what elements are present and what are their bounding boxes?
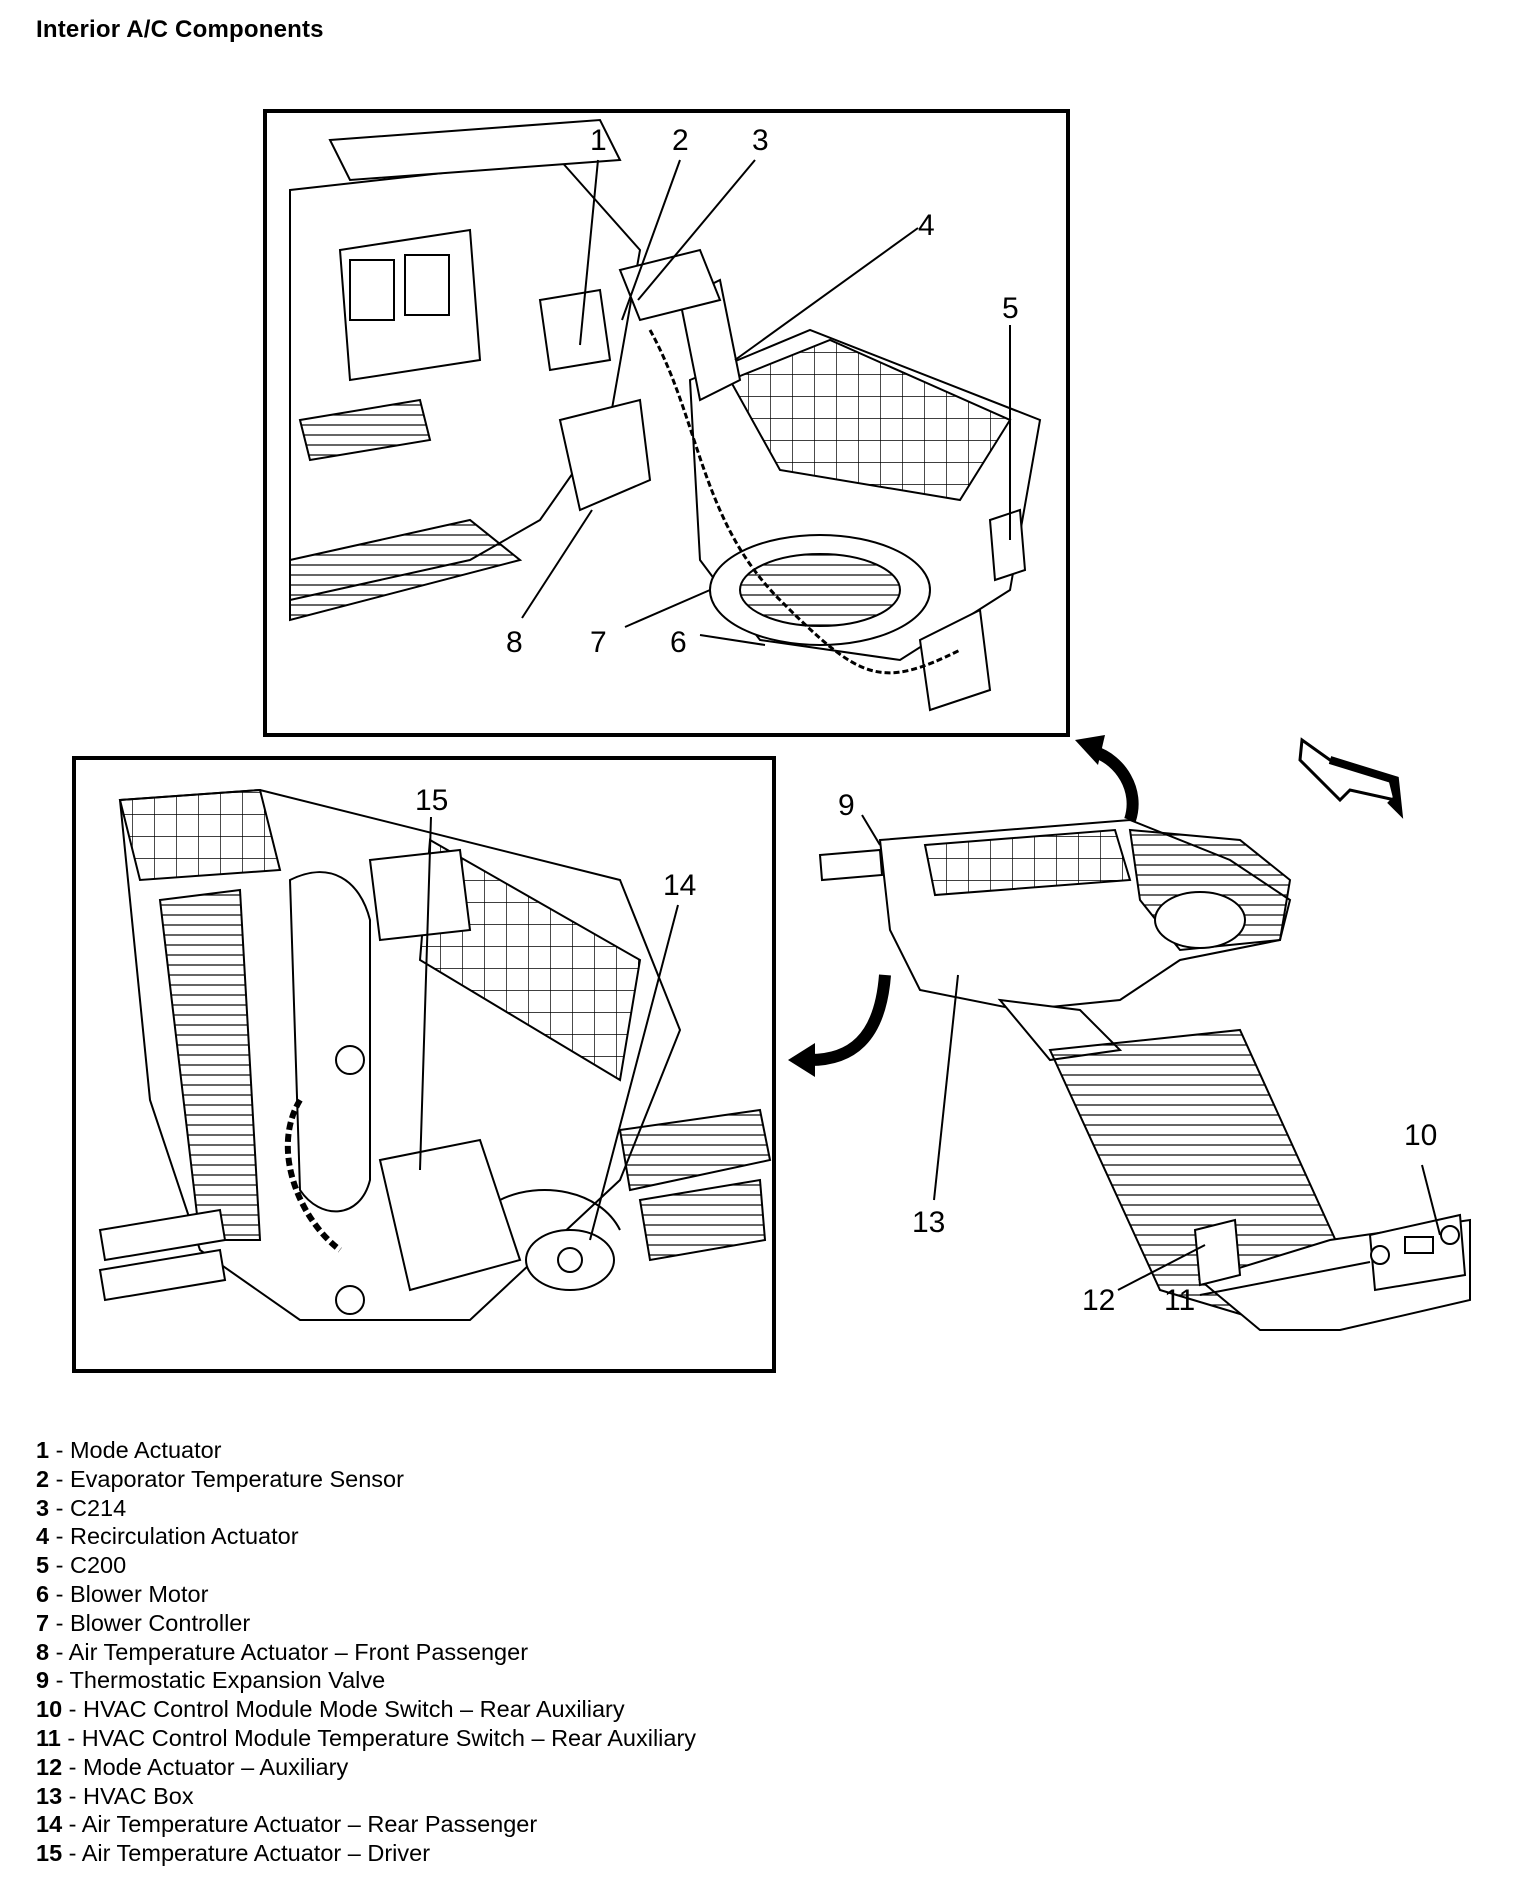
front-heater-housing-drawing xyxy=(289,118,652,622)
legend-item-number: 6 xyxy=(36,1580,50,1607)
view-direction-arrow-icon xyxy=(1298,737,1398,803)
legend-item-separator: - xyxy=(49,1667,70,1694)
driver-heater-case-drawing xyxy=(98,788,772,1321)
legend-item-number: 12 xyxy=(36,1753,63,1780)
legend-item-label: Mode Actuator – Auxiliary xyxy=(83,1753,349,1780)
legend-item: 15 - Air Temperature Actuator – Driver xyxy=(36,1839,696,1868)
legend-item: 10 - HVAC Control Module Mode Switch – R… xyxy=(36,1695,696,1724)
legend-item-separator: - xyxy=(49,1494,70,1521)
legend-item-separator: - xyxy=(49,1580,70,1607)
callout-13: 13 xyxy=(912,1206,945,1239)
arrow-to-driver-view-icon xyxy=(809,974,891,1066)
legend-item-number: 5 xyxy=(36,1552,50,1579)
legend-item-separator: - xyxy=(49,1465,70,1492)
legend-item-number: 15 xyxy=(36,1840,63,1867)
legend-item-label: C214 xyxy=(69,1494,127,1521)
legend-item-number: 7 xyxy=(36,1609,50,1636)
callout-11: 11 xyxy=(1164,1284,1195,1317)
legend-item-number: 3 xyxy=(36,1494,50,1521)
legend-item: 14 - Air Temperature Actuator – Rear Pas… xyxy=(36,1810,696,1839)
legend-item: 4 - Recirculation Actuator xyxy=(36,1522,696,1551)
callout-1: 1 xyxy=(590,124,607,157)
callout-12: 12 xyxy=(1082,1284,1115,1317)
callout-6: 6 xyxy=(670,626,687,659)
front-hvac-detail-view: 1 2 3 4 5 6 7 8 xyxy=(263,109,1070,737)
legend-item-number: 2 xyxy=(36,1465,50,1492)
legend-item: 7 - Blower Controller xyxy=(36,1609,696,1638)
legend-item: 13 - HVAC Box xyxy=(36,1782,696,1811)
legend-item-separator: - xyxy=(49,1609,70,1636)
callout-15: 15 xyxy=(415,784,448,817)
legend-item-label: HVAC Control Module Mode Switch – Rear A… xyxy=(83,1696,625,1723)
legend-item-label: Air Temperature Actuator – Front Passeng… xyxy=(68,1638,529,1665)
overview-assembly-drawing xyxy=(818,818,1471,1331)
hvac-diagram: 1 2 3 4 5 6 7 8 xyxy=(72,109,1471,1373)
callout-5: 5 xyxy=(1002,292,1019,325)
legend-item: 12 - Mode Actuator – Auxiliary xyxy=(36,1753,696,1782)
legend-item-number: 13 xyxy=(36,1782,63,1809)
leader-lines-overview xyxy=(861,814,1441,1296)
leader-lines-front xyxy=(521,159,1011,646)
callout-7: 7 xyxy=(590,626,607,659)
legend-item-label: Blower Controller xyxy=(69,1609,251,1636)
legend-item-separator: - xyxy=(62,1840,82,1867)
callout-8: 8 xyxy=(506,626,523,659)
driver-side-detail-view: 15 14 xyxy=(72,756,776,1373)
legend-item-number: 14 xyxy=(36,1811,63,1838)
callout-3: 3 xyxy=(752,124,769,157)
legend-item-label: HVAC Control Module Temperature Switch –… xyxy=(81,1724,697,1751)
arrow-head-front-icon xyxy=(1075,735,1105,765)
front-evaporator-case-drawing xyxy=(618,248,1042,712)
legend-item-label: Evaporator Temperature Sensor xyxy=(69,1465,404,1492)
legend-item-separator: - xyxy=(62,1782,84,1809)
legend-item-separator: - xyxy=(62,1753,84,1780)
legend-item-label: Air Temperature Actuator – Rear Passenge… xyxy=(81,1811,538,1838)
legend-item: 8 - Air Temperature Actuator – Front Pas… xyxy=(36,1638,696,1667)
legend-item-label: Thermostatic Expansion Valve xyxy=(69,1667,386,1694)
callout-14: 14 xyxy=(663,869,696,902)
legend-item: 11 - HVAC Control Module Temperature Swi… xyxy=(36,1724,696,1753)
legend-item-label: Recirculation Actuator xyxy=(69,1523,299,1550)
legend-item-separator: - xyxy=(49,1523,70,1550)
legend-item-separator: - xyxy=(49,1437,70,1463)
arrow-head-driver-icon xyxy=(788,1043,815,1077)
page-title: Interior A/C Components xyxy=(36,16,324,43)
arrow-to-front-view-icon xyxy=(1092,746,1139,822)
legend-item-label: Air Temperature Actuator – Driver xyxy=(81,1840,431,1867)
legend-item-number: 10 xyxy=(36,1696,63,1723)
legend-item: 3 - C214 xyxy=(36,1494,696,1523)
legend-item-separator: - xyxy=(49,1638,69,1665)
legend-item-separator: - xyxy=(60,1724,82,1751)
callout-9: 9 xyxy=(838,789,855,822)
leader-lines-driver xyxy=(419,816,679,1241)
legend-item-label: Mode Actuator xyxy=(69,1437,222,1463)
legend-item: 2 - Evaporator Temperature Sensor xyxy=(36,1465,696,1494)
legend-item-number: 9 xyxy=(36,1667,50,1694)
legend-item-separator: - xyxy=(62,1811,82,1838)
legend-item-separator: - xyxy=(49,1552,70,1579)
legend-item: 1 - Mode Actuator xyxy=(36,1436,696,1465)
legend-item-separator: - xyxy=(62,1696,84,1723)
legend-item-number: 1 xyxy=(36,1437,50,1463)
legend-item-label: HVAC Box xyxy=(83,1782,194,1809)
legend-item-number: 4 xyxy=(36,1523,50,1550)
legend-item-label: Blower Motor xyxy=(69,1580,209,1607)
view-direction-arrow-shadow xyxy=(1328,756,1404,819)
legend-item-number: 11 xyxy=(36,1724,61,1751)
callout-10: 10 xyxy=(1404,1119,1437,1152)
legend-item: 5 - C200 xyxy=(36,1551,696,1580)
legend-item-label: C200 xyxy=(69,1552,127,1579)
wire-harness-drawing xyxy=(648,329,961,675)
legend-item: 9 - Thermostatic Expansion Valve xyxy=(36,1666,696,1695)
callout-2: 2 xyxy=(672,124,689,157)
legend-item-number: 8 xyxy=(36,1638,50,1665)
legend-item: 6 - Blower Motor xyxy=(36,1580,696,1609)
overview-assembly: 9 13 10 12 11 xyxy=(788,735,1471,1331)
callout-4: 4 xyxy=(918,209,935,242)
